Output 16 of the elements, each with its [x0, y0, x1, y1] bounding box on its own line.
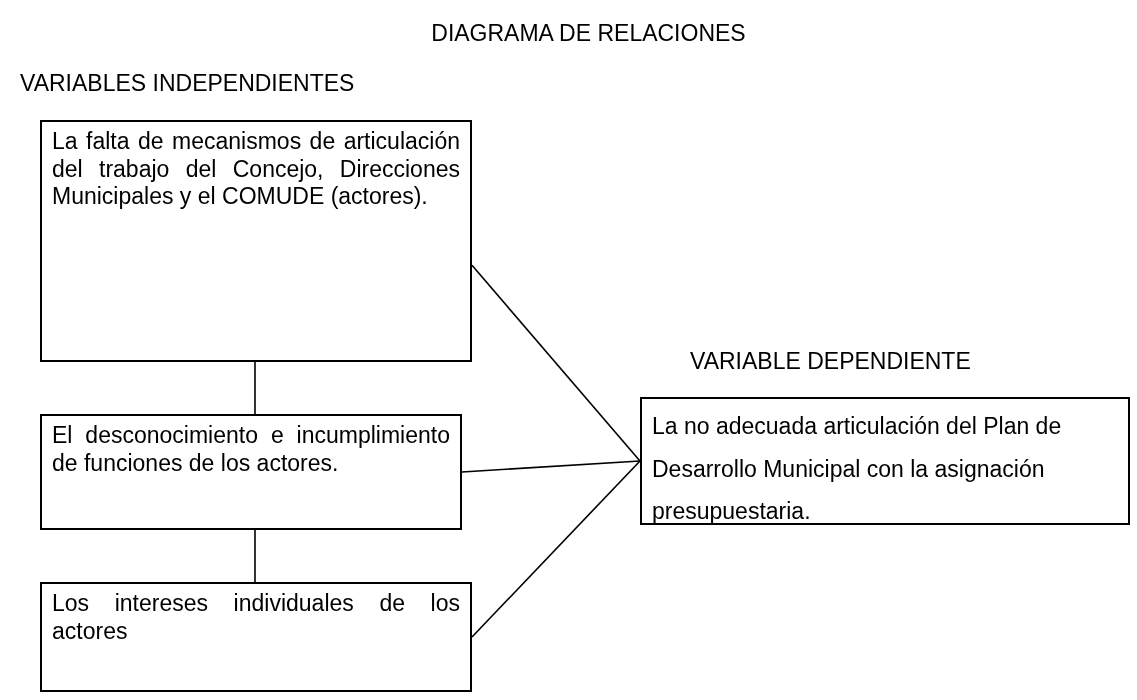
text-box — [640, 397, 1130, 525]
connector-line — [254, 529, 256, 583]
box-text: La falta de mecanismos de articulación del trabajo del Concejo, Direcciones Municipales y el COMUDE (actores). — [52, 128, 460, 211]
box-text: Los intereses individuales de los actores — [52, 590, 460, 646]
connector-line — [471, 264, 641, 462]
text-box — [40, 120, 472, 362]
box-text: La no adecuada articulación del Plan de Desarrollo Municipal con la asignación presupuestaria. — [652, 412, 1063, 527]
text-box — [40, 582, 472, 692]
connector-line — [461, 460, 641, 473]
text-box — [40, 414, 462, 530]
section-heading: VARIABLES INDEPENDIENTES — [20, 70, 355, 97]
box-text: El desconocimiento e incumplimiento de funciones de los actores. — [52, 422, 450, 478]
connector-line — [471, 460, 641, 638]
diagram-title: DIAGRAMA DE RELACIONES — [430, 20, 747, 47]
connector-line — [254, 361, 256, 415]
section-heading: VARIABLE DEPENDIENTE — [690, 348, 971, 375]
